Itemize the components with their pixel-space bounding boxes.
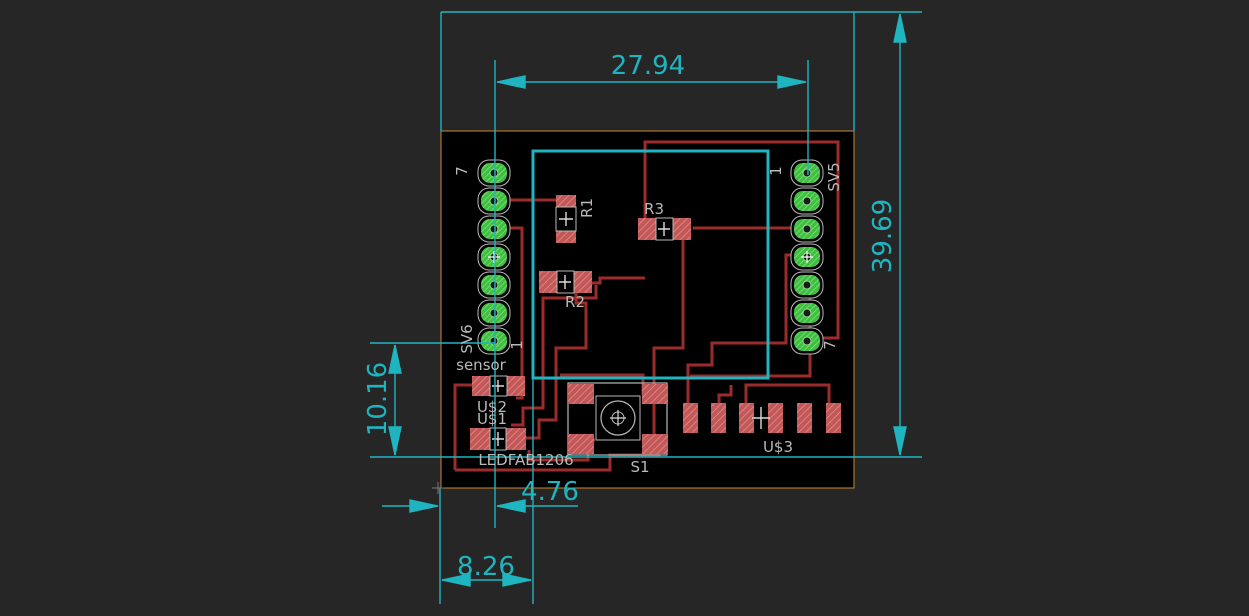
label-r2: R2 [565,293,585,311]
header-sv6 [477,159,511,355]
dimension-width-bottom: 8.26 [457,552,515,582]
label-us1: U$1 [477,410,507,428]
sv6-pin [477,327,511,355]
label-sensor: sensor [456,356,507,374]
sv6-pin [477,215,511,243]
pin-label-sv5-top: 1 [767,166,785,176]
resistor-r3 [638,217,691,241]
pin-label-sv5-bottom: 7 [821,340,839,350]
pin-label-sv6-bottom: 1 [508,340,526,350]
label-sv6: SV6 [458,324,476,353]
origin-mark [432,482,444,494]
switch-s1 [567,382,668,456]
sv5-pin [790,215,824,243]
label-r3: R3 [644,200,664,218]
sv5-pin [790,187,824,215]
sv5-pin [790,327,824,355]
sv6-pin [477,187,511,215]
label-r1: R1 [578,198,596,218]
sv5-pin [790,271,824,299]
resistor-r1 [555,195,577,243]
label-s1: S1 [630,458,649,476]
dimension-offset: 4.76 [521,477,579,507]
dimension-lines [370,11,922,604]
header-sv5 [790,159,824,355]
label-sv5: SV5 [825,162,843,191]
sv6-pin [477,271,511,299]
dimension-height-left: 10.16 [363,362,393,436]
dimension-height-right: 39.69 [868,199,898,273]
sv5-pin [790,243,824,271]
sv5-pin [790,159,824,187]
label-us3: U$3 [763,438,793,456]
dimension-width-top: 27.94 [611,51,685,81]
resistor-r2 [539,270,592,294]
label-us2: U$2 [477,398,507,416]
sv6-pin [477,299,511,327]
sv6-pin [477,159,511,187]
pin-label-sv6-top: 7 [453,166,471,176]
label-ledfab1206: LEDFAB1206 [478,451,573,469]
component-us1 [470,427,526,451]
component-us2 [472,375,525,397]
component-us3 [683,403,841,433]
module-outline [531,149,770,380]
sv6-pin [477,243,511,271]
sv5-pin [790,299,824,327]
